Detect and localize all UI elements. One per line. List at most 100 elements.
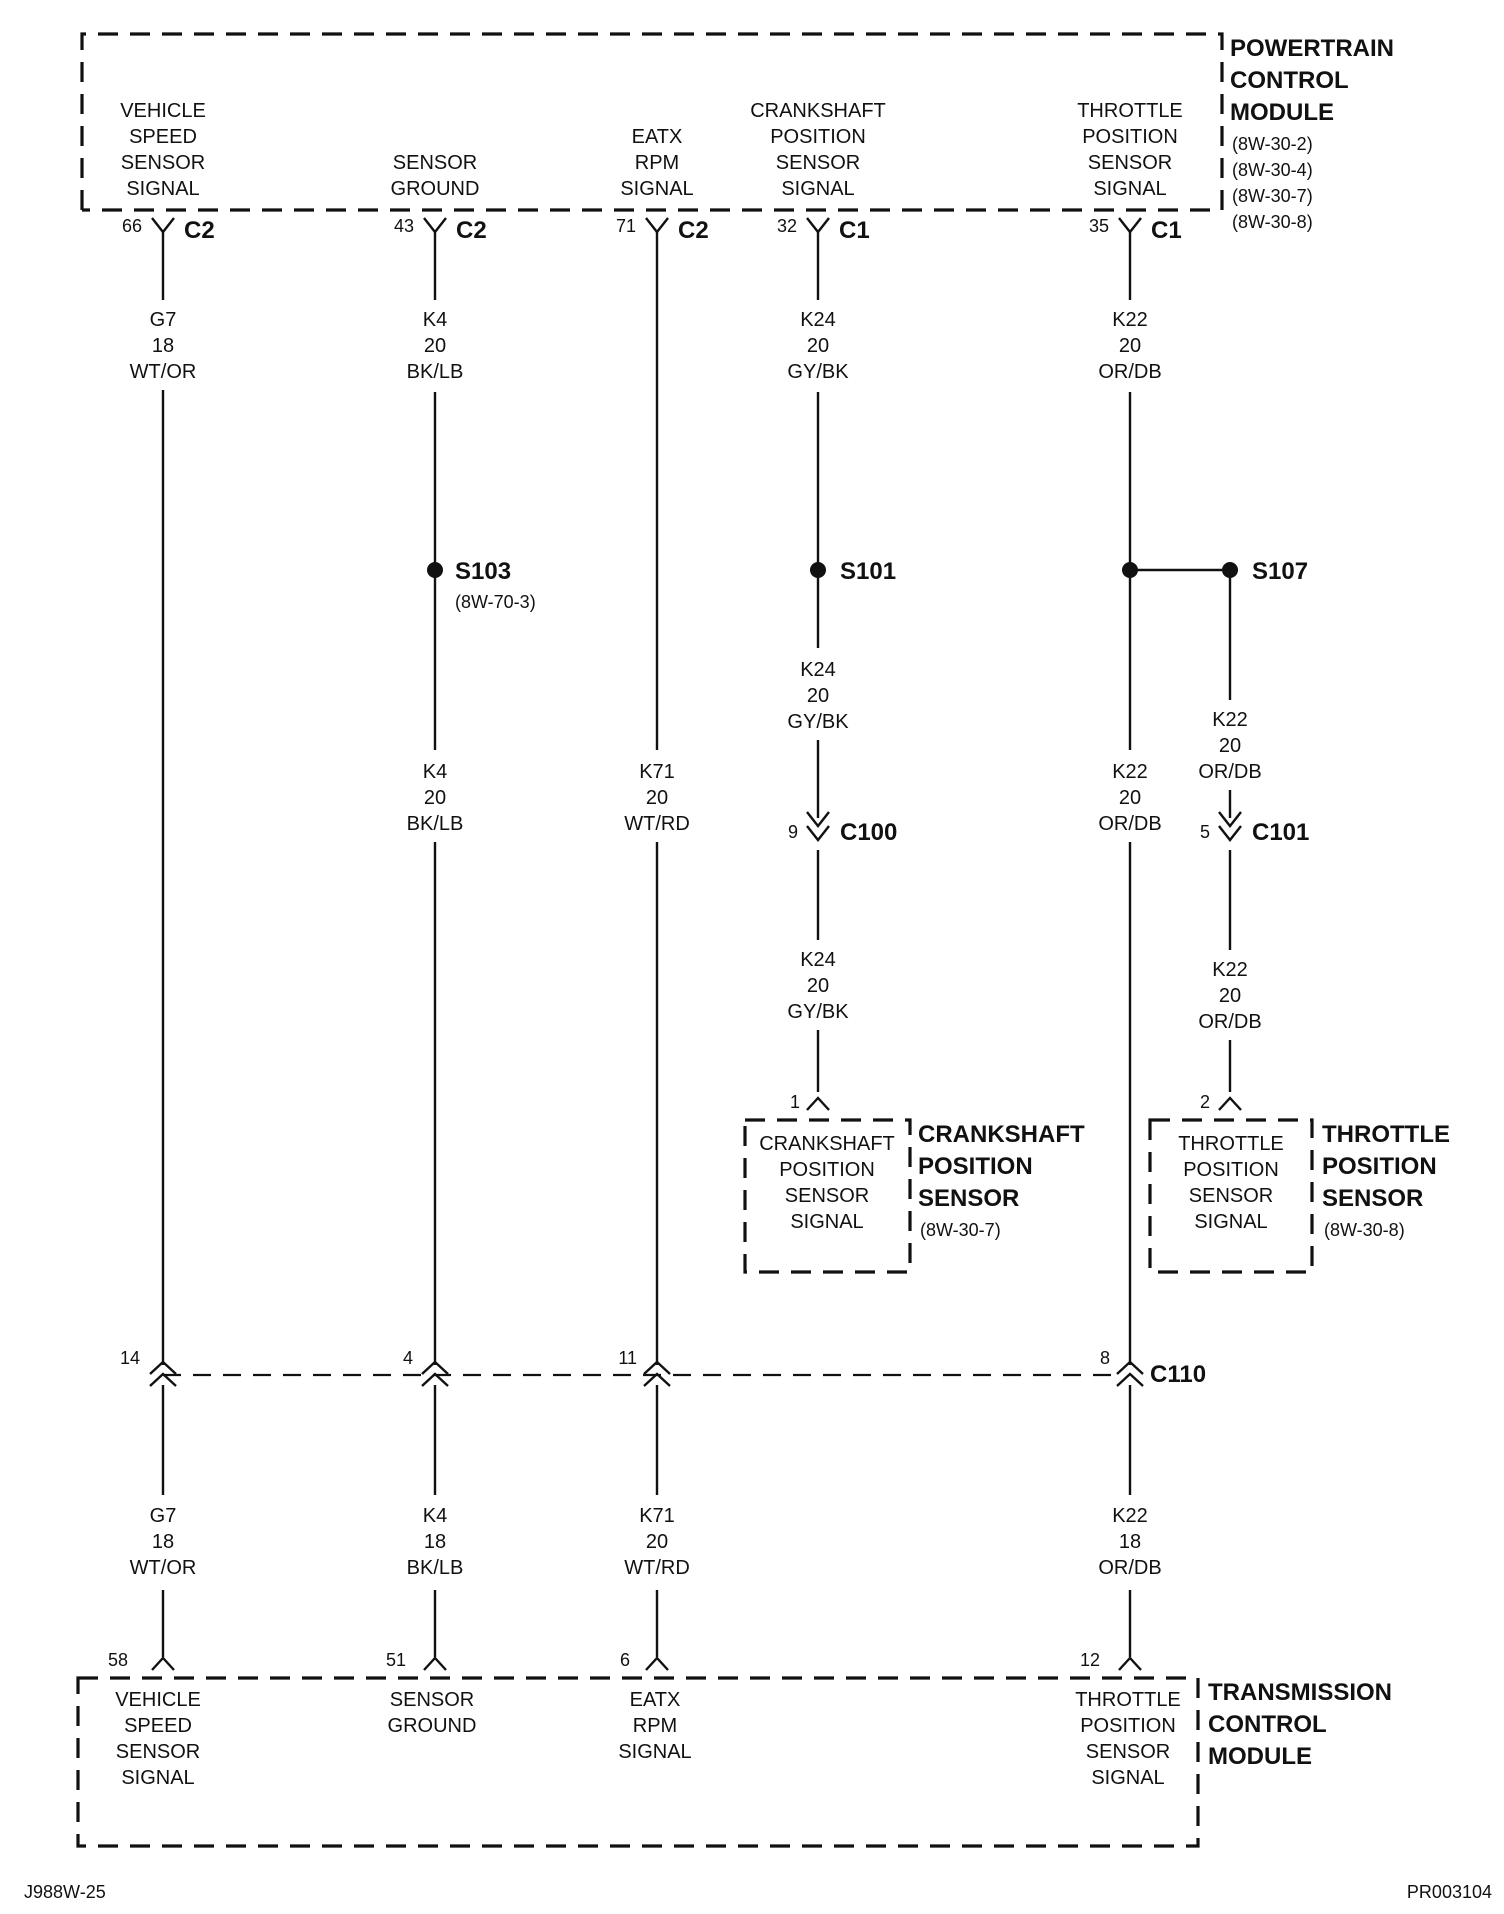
wire-label-tps-lower: K22 18 OR/DB	[1098, 1505, 1161, 1579]
wire-label-gnd-mid: K4 20 BK/LB	[407, 761, 464, 835]
svg-text:2: 2	[1200, 1092, 1210, 1112]
pcm-label-vss: VEHICLE SPEED SENSOR SIGNAL	[120, 100, 206, 200]
pcm-label-ground: SENSOR GROUND	[391, 152, 480, 200]
svg-text:43: 43	[394, 216, 414, 236]
svg-text:OR/DB: OR/DB	[1198, 761, 1261, 783]
svg-text:32: 32	[777, 216, 797, 236]
svg-text:THROTTLE: THROTTLE	[1178, 1133, 1284, 1155]
pcm-title-3: MODULE	[1230, 99, 1334, 126]
tcm-title-1: TRANSMISSION	[1208, 1679, 1392, 1706]
svg-text:GROUND: GROUND	[391, 178, 480, 200]
svg-text:20: 20	[1219, 735, 1241, 757]
svg-text:71: 71	[616, 216, 636, 236]
pcm-label-tps: THROTTLE POSITION SENSOR SIGNAL	[1077, 100, 1183, 200]
svg-text:OR/DB: OR/DB	[1098, 361, 1161, 383]
svg-text:S107: S107	[1252, 558, 1308, 585]
wire-label-gnd-lower: K4 18 BK/LB	[407, 1505, 464, 1579]
svg-text:20: 20	[807, 975, 829, 997]
svg-text:18: 18	[152, 1531, 174, 1553]
svg-text:CRANKSHAFT: CRANKSHAFT	[750, 100, 886, 122]
pcm-label-eatx: EATX RPM SIGNAL	[620, 126, 693, 200]
svg-text:5: 5	[1200, 822, 1210, 842]
svg-text:EATX: EATX	[630, 1689, 681, 1711]
svg-text:SIGNAL: SIGNAL	[1091, 1767, 1164, 1789]
svg-text:SENSOR: SENSOR	[1088, 152, 1172, 174]
svg-text:8: 8	[1100, 1348, 1110, 1368]
svg-text:18: 18	[152, 335, 174, 357]
svg-text:OR/DB: OR/DB	[1198, 1011, 1261, 1033]
svg-text:14: 14	[120, 1348, 140, 1368]
svg-text:C2: C2	[456, 217, 487, 244]
splice-dot	[810, 562, 826, 578]
pcm-ref-3: (8W-30-7)	[1232, 186, 1313, 206]
wire-label-tps-branch-1: K22 20 OR/DB	[1198, 709, 1261, 783]
splice-dot	[427, 562, 443, 578]
svg-text:WT/OR: WT/OR	[130, 361, 197, 383]
tcm-pin-tps: 12	[1080, 1650, 1142, 1671]
pcm-pin-vss: 66 C2	[122, 216, 215, 244]
svg-text:C2: C2	[678, 217, 709, 244]
svg-text:K24: K24	[800, 309, 836, 331]
pcm-pin-ckp: 32 C1	[777, 216, 870, 244]
tcm-module: TRANSMISSION CONTROL MODULE 58 51 6 12 V…	[76, 1650, 1392, 1848]
svg-text:K24: K24	[800, 659, 836, 681]
svg-text:VEHICLE: VEHICLE	[120, 100, 206, 122]
pcm-pin-eatx: 71 C2	[616, 216, 709, 244]
tcm-pin-vss: 58	[108, 1650, 175, 1671]
svg-text:SIGNAL: SIGNAL	[790, 1211, 863, 1233]
svg-text:C1: C1	[839, 217, 870, 244]
tcm-label-ground: SENSOR GROUND	[388, 1689, 477, 1737]
svg-text:WT/RD: WT/RD	[624, 1557, 690, 1579]
svg-text:20: 20	[424, 787, 446, 809]
svg-text:SENSOR: SENSOR	[918, 1185, 1019, 1212]
svg-text:POSITION: POSITION	[1183, 1159, 1279, 1181]
svg-text:S101: S101	[840, 558, 896, 585]
wire-label-tps-mid: K22 20 OR/DB	[1098, 761, 1161, 835]
svg-text:1: 1	[790, 1092, 800, 1112]
connector-c110: 14 4 11 8 C110	[120, 1348, 1206, 1388]
svg-text:CRANKSHAFT: CRANKSHAFT	[759, 1133, 895, 1155]
svg-text:S103: S103	[455, 558, 511, 585]
wire-label-ckp-low: K24 20 GY/BK	[787, 949, 849, 1023]
svg-text:4: 4	[403, 1348, 413, 1368]
tp-sensor-outline	[1148, 1118, 1314, 1274]
svg-text:12: 12	[1080, 1650, 1100, 1670]
svg-text:WT/OR: WT/OR	[130, 1557, 197, 1579]
svg-text:OR/DB: OR/DB	[1098, 813, 1161, 835]
svg-text:POSITION: POSITION	[779, 1159, 875, 1181]
svg-text:GY/BK: GY/BK	[787, 711, 849, 733]
svg-text:9: 9	[788, 822, 798, 842]
svg-text:BK/LB: BK/LB	[407, 361, 464, 383]
svg-text:K22: K22	[1212, 709, 1248, 731]
svg-text:SPEED: SPEED	[129, 126, 197, 148]
svg-text:BK/LB: BK/LB	[407, 1557, 464, 1579]
svg-text:SENSOR: SENSOR	[393, 152, 477, 174]
wire-labels: G7 18 WT/OR K4 20 BK/LB K24 20 GY/BK K22…	[130, 309, 1262, 1579]
svg-text:SIGNAL: SIGNAL	[1093, 178, 1166, 200]
splice-s103: S103 (8W-70-3)	[427, 558, 536, 612]
wire-label-vss-upper: G7 18 WT/OR	[130, 309, 197, 383]
svg-text:GY/BK: GY/BK	[787, 1001, 849, 1023]
wire-label-tps-upper: K22 20 OR/DB	[1098, 309, 1161, 383]
wire-label-vss-lower: G7 18 WT/OR	[130, 1505, 197, 1579]
svg-text:SENSOR: SENSOR	[121, 152, 205, 174]
pcm-title-1: POWERTRAIN	[1230, 35, 1394, 62]
tcm-title-2: CONTROL	[1208, 1711, 1327, 1738]
tp-sensor-pin	[1218, 1096, 1242, 1111]
svg-text:BK/LB: BK/LB	[407, 813, 464, 835]
svg-text:11: 11	[618, 1348, 637, 1368]
svg-text:K4: K4	[423, 309, 447, 331]
tp-sensor: 2 THROTTLE POSITION SENSOR SIGNAL THROTT…	[1148, 1092, 1450, 1274]
wire-label-tps-branch-2: K22 20 OR/DB	[1198, 959, 1261, 1033]
splice-dot-branch	[1222, 562, 1238, 578]
splice-s101: S101	[810, 558, 896, 585]
svg-text:(8W-30-8): (8W-30-8)	[1324, 1220, 1405, 1240]
wires	[161, 232, 1232, 1657]
svg-text:K4: K4	[423, 761, 447, 783]
svg-text:K24: K24	[800, 949, 836, 971]
tcm-outline	[76, 1676, 1200, 1848]
svg-text:CRANKSHAFT: CRANKSHAFT	[918, 1121, 1085, 1148]
c110-pin-eatx	[643, 1360, 671, 1387]
ckp-sensor: 1 CRANKSHAFT POSITION SENSOR SIGNAL CRAN…	[743, 1092, 1085, 1274]
